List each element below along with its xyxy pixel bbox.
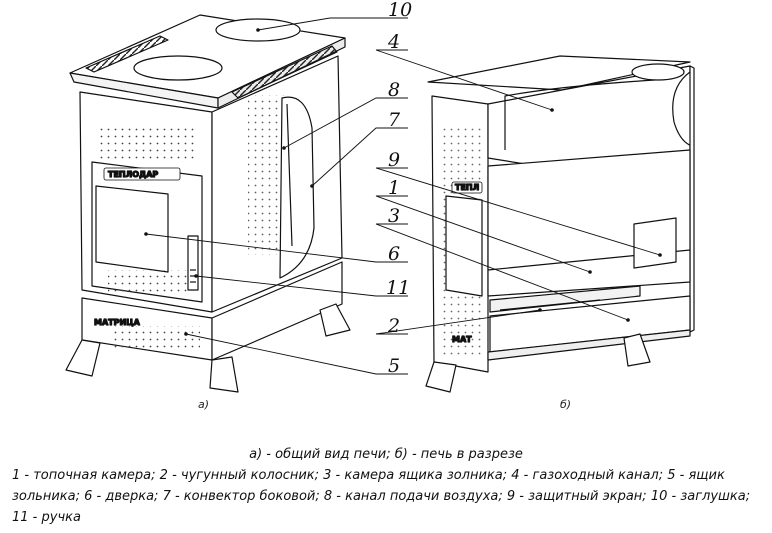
callout-2: 2: [387, 315, 400, 337]
leader-lines: [145, 17, 661, 375]
callout-1: 1: [388, 177, 400, 199]
cast-iron-grate: [489, 285, 641, 313]
door-glass: [95, 185, 169, 273]
model-label: МАТРИЦА: [94, 318, 141, 327]
flue-cutout: [672, 71, 693, 147]
figure-caption: а) - общий вид печи; б) - печь в разрезе…: [0, 444, 772, 528]
gas-channel-opening: [631, 63, 685, 81]
stove-cross-section: ТЕПЛ МАТ: [425, 55, 695, 393]
ash-drawer-side: [211, 261, 343, 361]
section-brand-plate: [451, 181, 483, 194]
door-handle: [187, 235, 199, 291]
brand-plate: [103, 167, 181, 181]
section-top: [427, 55, 691, 91]
burner-plate-front: [133, 55, 223, 81]
top-vent-right: [231, 45, 338, 99]
callout-10: 10: [388, 0, 412, 21]
leader-anchors: [144, 28, 662, 336]
section-leg-rear: [623, 333, 651, 367]
section-leg-front: [425, 361, 457, 393]
leg-front-right: [209, 356, 239, 393]
protective-screen: [633, 217, 677, 269]
section-brand-label: ТЕПЛ: [455, 183, 479, 192]
caption-title: а) - общий вид печи; б) - печь в разрезе: [249, 447, 523, 462]
sublabel-a: а): [198, 398, 209, 411]
section-model-label: МАТ: [452, 335, 472, 344]
brand-label: ТЕПЛОДАР: [108, 170, 158, 179]
callout-3: 3: [388, 205, 400, 227]
stove-diagram: ТЕПЛОДАР МАТРИЦА ТЕПЛ: [65, 0, 695, 411]
stove-general-view: ТЕПЛОДАР МАТРИЦА: [65, 14, 351, 393]
section-door: [445, 195, 483, 297]
callout-8: 8: [388, 79, 400, 101]
callout-9: 9: [388, 149, 400, 171]
callout-11: 11: [386, 277, 410, 299]
sublabel-b: б): [560, 398, 571, 411]
callout-6: 6: [388, 243, 400, 265]
leg-rear-right: [319, 303, 351, 337]
callout-7: 7: [388, 109, 401, 131]
leg-front-left: [65, 339, 101, 377]
caption-legend: 1 - топочная камера; 2 - чугунный колосн…: [12, 468, 751, 525]
top-vent-left: [85, 35, 169, 73]
callout-4: 4: [387, 31, 400, 53]
callout-5: 5: [388, 355, 400, 377]
